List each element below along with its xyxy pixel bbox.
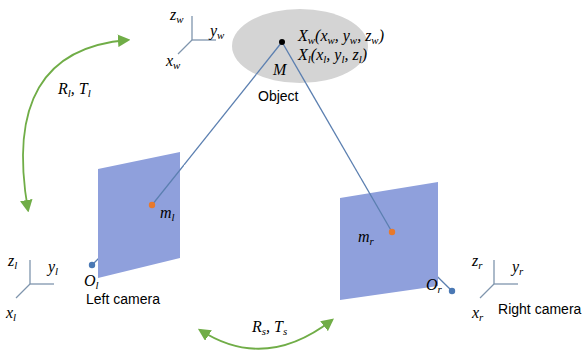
math-label: xl — [6, 304, 16, 322]
subscript: l — [88, 87, 91, 99]
subscript: l — [96, 279, 99, 291]
subscript: l — [14, 259, 17, 271]
math-label: xw — [166, 52, 180, 70]
math-label: xr — [472, 304, 483, 322]
subscript: l — [359, 53, 362, 65]
math-label: Rs, Ts — [252, 318, 287, 336]
point-dot — [149, 202, 155, 208]
point-dot — [279, 39, 285, 45]
math-label: yl — [48, 258, 58, 276]
math-label: zl — [8, 252, 17, 270]
subscript: w — [371, 34, 378, 46]
subscript: r — [370, 235, 374, 247]
math-label: yr — [512, 258, 523, 276]
subscript: w — [176, 13, 183, 25]
caption-label: Right camera — [498, 302, 581, 317]
subscript: l — [172, 211, 175, 223]
optical-center — [449, 288, 455, 294]
subscript: w — [327, 34, 334, 46]
caption-label: Left camera — [86, 292, 160, 307]
subscript: l — [341, 53, 344, 65]
left-image-plane: ml — [94, 148, 184, 282]
coordinate-label: Xl(xl, yl, zl) — [298, 46, 367, 64]
optical-center — [89, 262, 95, 268]
subscript: w — [308, 34, 315, 46]
projection-ray — [361, 178, 392, 232]
subscript: r — [479, 311, 483, 323]
image-plane — [340, 182, 438, 300]
point-label: M — [273, 61, 286, 79]
subscript: r — [478, 259, 482, 271]
subscript: s — [283, 325, 287, 337]
image-point-label: mr — [358, 228, 374, 246]
point-dot — [389, 229, 395, 235]
subscript: w — [173, 59, 180, 71]
image-plane — [98, 152, 180, 278]
subscript: l — [323, 53, 326, 65]
math-label: Or — [426, 276, 442, 294]
projection-ray — [152, 165, 184, 205]
subscript: r — [519, 265, 523, 277]
object-outline — [232, 9, 368, 83]
subscript: s — [262, 325, 266, 337]
projection-ray — [306, 83, 361, 178]
subscript: l — [308, 53, 311, 65]
object-ellipse: Xw(xw, yw, zw)Xl(xl, yl, zl) M Object — [226, 4, 422, 108]
math-label: Rl, Tl — [58, 80, 91, 98]
math-label: Ol — [84, 272, 99, 290]
subscript: l — [13, 311, 16, 323]
transform-arc — [200, 320, 332, 349]
object-label: Object — [258, 89, 299, 104]
projection-ray — [184, 74, 256, 165]
subscript: r — [438, 283, 442, 295]
image-point-label: ml — [160, 204, 175, 222]
coordinate-label: Xw(xw, yw, zw) — [298, 27, 384, 45]
math-label: yw — [210, 22, 224, 40]
subscript: w — [217, 29, 224, 41]
math-label: zr — [472, 252, 482, 270]
math-label: zw — [170, 6, 184, 24]
subscript: l — [68, 87, 71, 99]
subscript: w — [350, 34, 357, 46]
subscript: l — [55, 265, 58, 277]
